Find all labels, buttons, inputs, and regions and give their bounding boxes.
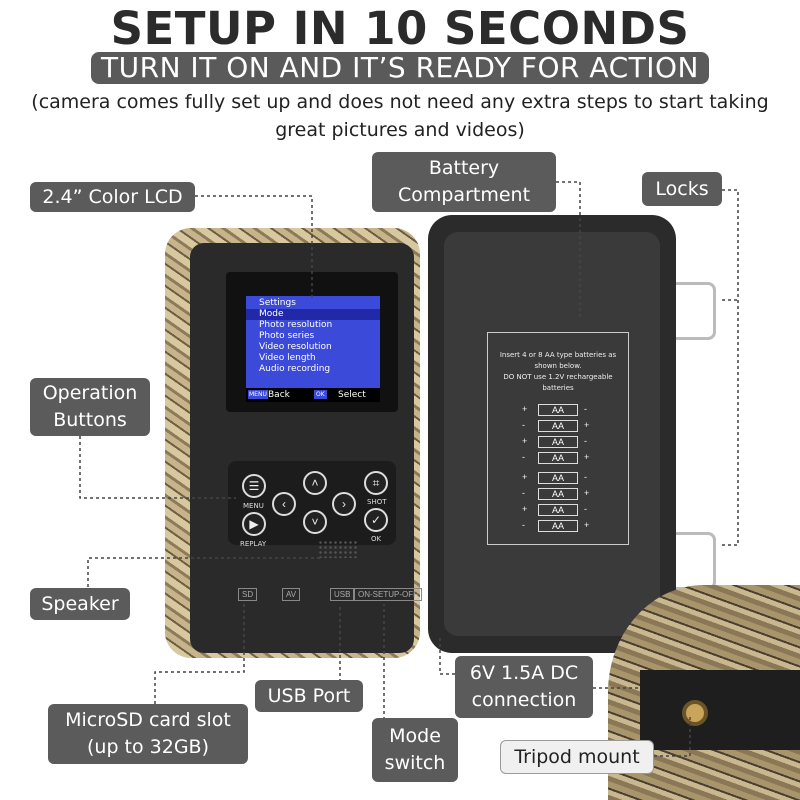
ok-button-label: OK — [371, 535, 382, 543]
lcd-back-label: Back — [268, 390, 290, 400]
speaker-callout: Speaker — [30, 588, 130, 620]
polarity-mark: - — [584, 504, 587, 514]
sd-slot[interactable]: SD — [238, 588, 258, 601]
battery-cell: AA — [538, 436, 578, 448]
dc-connection-callout: 6V 1.5A DC connection — [455, 656, 593, 718]
lcd-screen: Settings Mode Photo resolution Photo ser… — [246, 296, 380, 402]
lcd-menu-item[interactable]: Photo resolution — [259, 320, 333, 330]
lcd-callout: 2.4” Color LCD — [30, 182, 195, 212]
polarity-mark: + — [584, 520, 590, 530]
polarity-mark: + — [522, 404, 528, 414]
polarity-mark: + — [584, 420, 590, 430]
right-arrow-button[interactable]: › — [332, 492, 356, 516]
ok-button[interactable]: ✓ — [364, 508, 388, 532]
replay-button[interactable]: ▶ — [242, 512, 266, 536]
lcd-menu-item[interactable]: Video length — [259, 353, 316, 363]
page-title: SETUP IN 10 SECONDS — [110, 2, 690, 55]
polarity-mark: - — [522, 488, 525, 498]
lock-latch-top[interactable] — [676, 282, 716, 340]
menu-button-label: MENU — [243, 502, 264, 510]
tripod-screw-hole — [682, 700, 708, 726]
battery-instruction-text: Insert 4 or 8 AA type batteries as shown… — [499, 351, 617, 392]
tripod-mount-base — [640, 670, 800, 750]
subtitle-bar: TURN IT ON AND IT’S READY FOR ACTION — [0, 52, 800, 84]
battery-cell: AA — [538, 452, 578, 464]
menu-button[interactable]: ☰ — [242, 474, 266, 498]
microsd-leader-line — [154, 604, 245, 704]
battery-callout: Battery Compartment — [372, 152, 556, 212]
subtitle: TURN IT ON AND IT’S READY FOR ACTION — [91, 52, 709, 84]
usb-port-callout: USB Port — [255, 680, 363, 712]
battery-cell: AA — [538, 404, 578, 416]
battery-cell: AA — [538, 420, 578, 432]
usb-port[interactable]: USB — [330, 588, 355, 601]
polarity-mark: + — [522, 504, 528, 514]
mode-switch[interactable]: ON-SETUP-OFF — [354, 588, 422, 601]
locks-leader-line — [722, 189, 739, 546]
down-arrow-button[interactable]: ˅ — [303, 510, 327, 534]
dc-leader-line — [439, 636, 455, 675]
locks-callout: Locks — [642, 172, 722, 206]
polarity-mark: - — [584, 404, 587, 414]
lcd-footer: MENU Back OK Select — [246, 388, 380, 402]
battery-cell: AA — [538, 520, 578, 532]
polarity-mark: - — [522, 420, 525, 430]
lcd-leader-line — [195, 195, 313, 300]
lcd-menu-item[interactable]: Photo series — [259, 331, 315, 341]
polarity-mark: - — [522, 452, 525, 462]
lcd-select-label: Select — [338, 390, 366, 400]
polarity-mark: + — [522, 472, 528, 482]
battery-cell: AA — [538, 504, 578, 516]
lcd-title: Settings — [259, 298, 296, 308]
battery-cell: AA — [538, 472, 578, 484]
battery-leader-line — [556, 181, 581, 318]
polarity-mark: - — [522, 520, 525, 530]
microsd-callout: MicroSD card slot (up to 32GB) — [48, 704, 248, 764]
speaker-leader-line — [87, 557, 322, 587]
up-arrow-button[interactable]: ˄ — [303, 471, 327, 495]
polarity-mark: - — [584, 472, 587, 482]
polarity-mark: + — [522, 436, 528, 446]
replay-button-label: REPLAY — [240, 540, 267, 548]
lcd-menu-item[interactable]: Mode — [246, 309, 380, 320]
polarity-mark: + — [584, 452, 590, 462]
lcd-menu-item[interactable]: Audio recording — [259, 364, 331, 374]
battery-cell: AA — [538, 488, 578, 500]
polarity-mark: - — [584, 436, 587, 446]
lcd-menu-key: MENU — [248, 390, 268, 399]
operation-buttons-callout: Operation Buttons — [30, 378, 150, 436]
polarity-mark: + — [584, 488, 590, 498]
lcd-menu-item[interactable]: Video resolution — [259, 342, 332, 352]
shot-button-label: SHOT — [367, 498, 387, 506]
tripod-mount-callout: Tripod mount — [500, 740, 654, 774]
shot-button[interactable]: ⌗ — [364, 471, 388, 495]
mode-switch-callout: Mode switch — [372, 718, 458, 782]
left-arrow-button[interactable]: ‹ — [272, 492, 296, 516]
av-port[interactable]: AV — [282, 588, 301, 601]
operation-leader-line — [79, 436, 236, 499]
lcd-ok-key: OK — [314, 390, 327, 399]
battery-compartment — [444, 232, 660, 636]
tripod-leader-line — [654, 716, 691, 757]
note-text: (camera comes fully set up and does not … — [31, 91, 769, 141]
speaker-grille — [318, 540, 358, 558]
battery-instruction-card — [487, 332, 629, 545]
